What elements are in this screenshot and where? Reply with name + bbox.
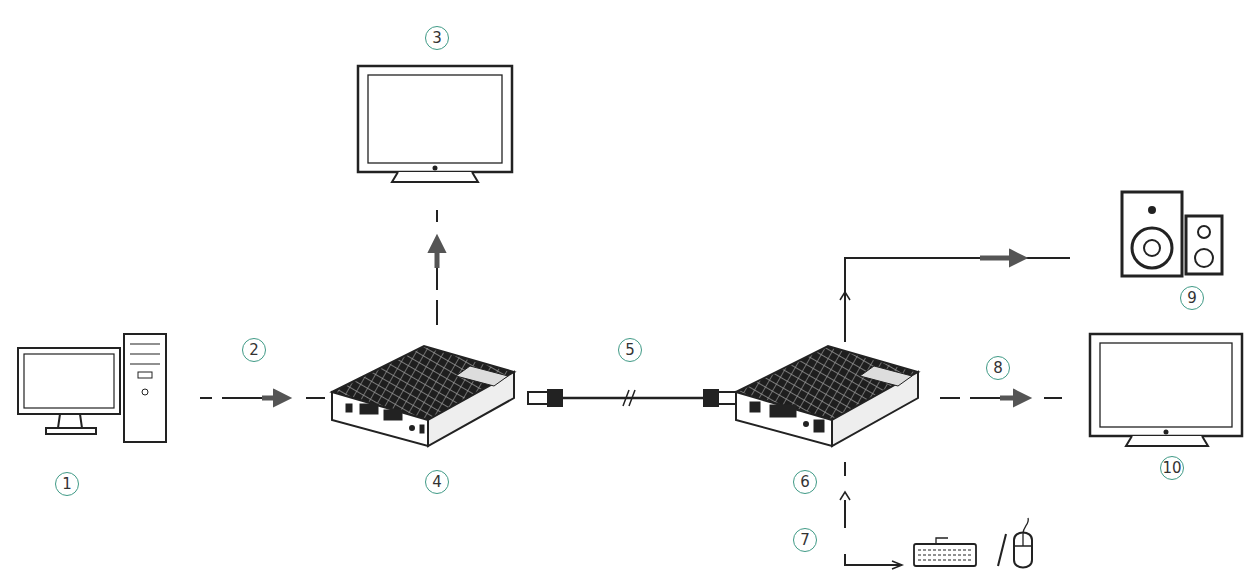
callout-number: 8	[986, 356, 1010, 380]
callout-number: 7	[793, 528, 817, 552]
callout-number: 9	[1180, 286, 1204, 310]
remote-monitor	[1090, 334, 1242, 446]
callout-number: 1	[55, 472, 79, 496]
signal-arrow	[200, 390, 325, 406]
audio-arrow	[840, 250, 1070, 342]
local-monitor	[358, 66, 512, 182]
signal-arrow	[429, 210, 445, 325]
receiver-unit	[736, 346, 918, 446]
transmitter-unit	[332, 346, 514, 446]
callout-number: 3	[425, 26, 449, 50]
callout-number: 5	[618, 338, 642, 362]
keyboard-mouse	[914, 518, 1032, 568]
callout-number: 2	[242, 338, 266, 362]
callout-number: 10	[1160, 456, 1184, 480]
callout-number: 6	[793, 470, 817, 494]
speakers	[1122, 192, 1222, 276]
video-arrow	[940, 390, 1062, 406]
network-cable	[528, 390, 738, 406]
usb-line	[840, 462, 902, 569]
computer	[18, 334, 166, 442]
callout-number: 4	[425, 470, 449, 494]
